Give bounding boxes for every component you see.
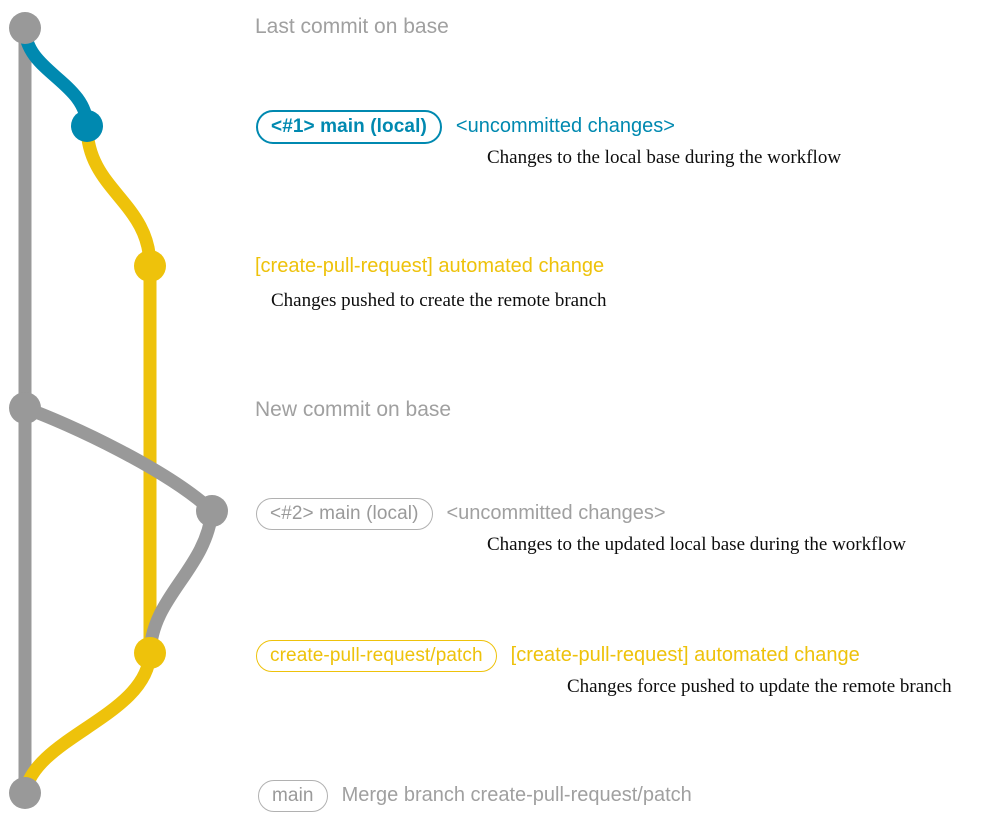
edge-local2-to-remote2 (143, 504, 219, 660)
commit-subject-local-2: <uncommitted changes> (446, 502, 666, 524)
commit-node-remote-1[interactable] (134, 250, 166, 282)
branch-badge-remote-2[interactable]: create-pull-request/patch (256, 640, 497, 672)
commit-node-remote-2[interactable] (134, 637, 166, 669)
row-local-change-1: <#1> main (local) <uncommitted changes> (256, 110, 675, 144)
branch-badge-local-1[interactable]: <#1> main (local) (256, 110, 442, 144)
branch-badge-main[interactable]: main (258, 780, 328, 812)
commit-node-local-2[interactable] (196, 495, 228, 527)
commit-node-local-1[interactable] (71, 110, 103, 142)
row-merge-commit: main Merge branch create-pull-request/pa… (258, 780, 692, 812)
commit-node-base-last[interactable] (9, 12, 41, 44)
row-remote-change-1: [create-pull-request] automated change (255, 256, 604, 276)
branch-badge-local-2[interactable]: <#2> main (local) (256, 498, 433, 530)
commit-subject-remote-2: [create-pull-request] automated change (510, 644, 860, 666)
commit-subject-merge: Merge branch create-pull-request/patch (341, 784, 692, 806)
commit-description-local-2: Changes to the updated local base during… (487, 534, 906, 555)
edge-remote2-to-merge (18, 646, 157, 800)
row-remote-change-2: create-pull-request/patch [create-pull-r… (256, 640, 860, 672)
label-new-commit-on-base: New commit on base (255, 398, 452, 421)
commit-description-remote-1: Changes pushed to create the remote bran… (271, 290, 607, 311)
commit-subject-local-1: <uncommitted changes> (455, 115, 675, 137)
commit-node-base-new[interactable] (9, 392, 41, 424)
edge-local1-to-remote1 (80, 119, 157, 273)
commit-node-base-merge[interactable] (9, 777, 41, 809)
row-local-change-2: <#2> main (local) <uncommitted changes> (256, 498, 666, 530)
commit-subject-remote-1: [create-pull-request] automated change (255, 255, 605, 277)
label-last-commit-on-base: Last commit on base (255, 15, 449, 38)
commit-description-local-1: Changes to the local base during the wor… (487, 147, 842, 168)
commit-description-remote-2: Changes force pushed to update the remot… (567, 676, 952, 697)
edge-basenew-to-local2 (18, 401, 219, 518)
